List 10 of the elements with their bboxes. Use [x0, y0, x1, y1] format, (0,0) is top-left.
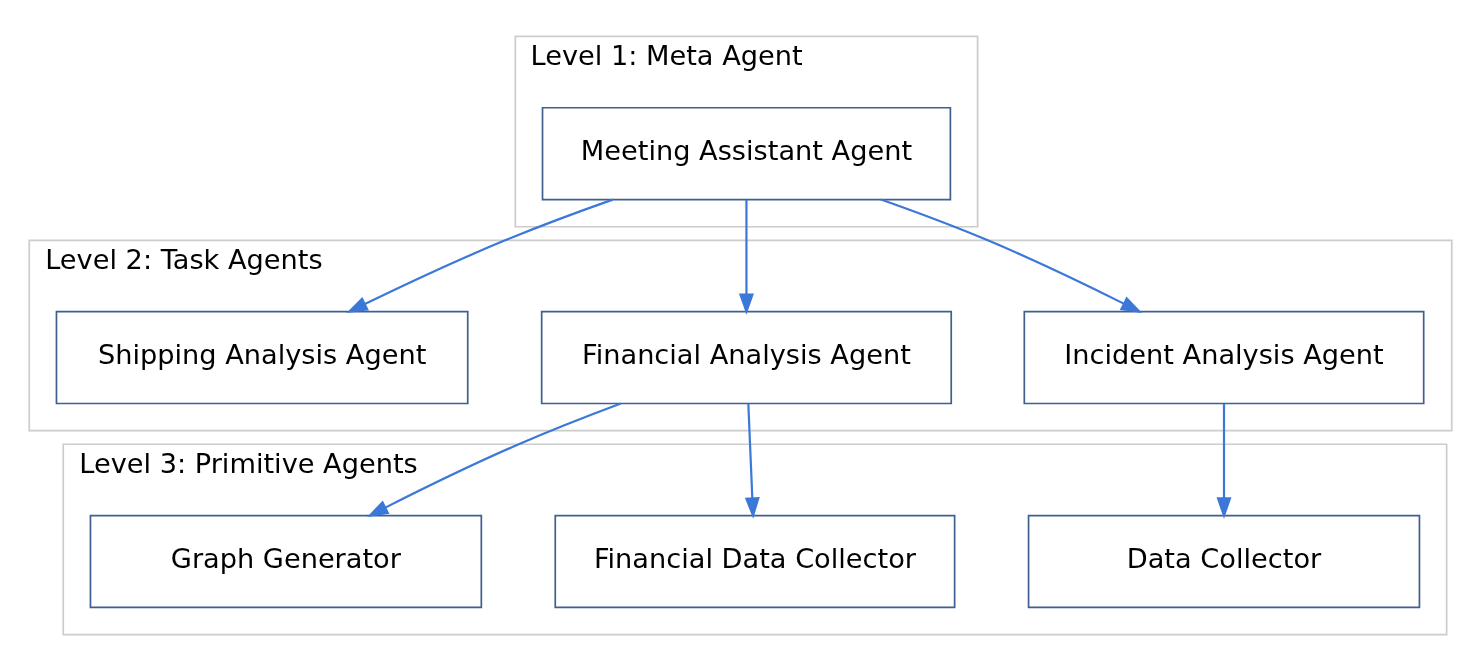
node-box: Incident Analysis Agent [1023, 310, 1425, 405]
node-box: Graph Generator [89, 514, 483, 609]
node-box: Shipping Analysis Agent [55, 310, 469, 405]
arrow [1216, 403, 1232, 519]
node-box: Meeting Assistant Agent [541, 106, 952, 201]
node-box: Financial Data Collector [554, 514, 956, 609]
arrow [744, 403, 760, 519]
arrow [738, 199, 754, 315]
node-box: Data Collector [1027, 514, 1421, 609]
node-box: Financial Analysis Agent [540, 310, 953, 405]
